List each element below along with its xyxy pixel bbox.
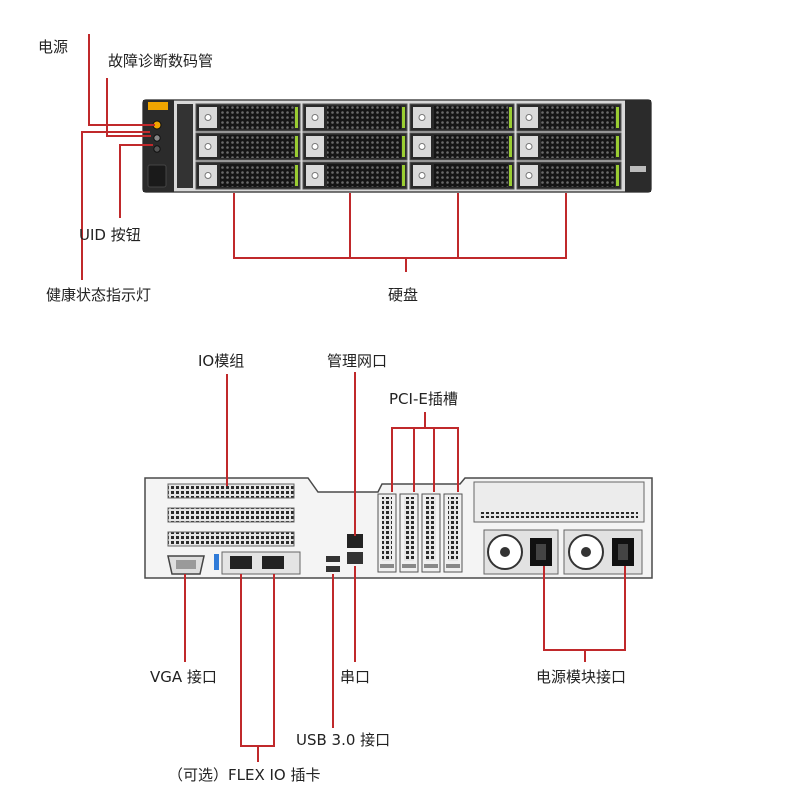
label-pcie-slots: PCI-E插槽	[389, 390, 458, 408]
callout-flex-line	[240, 574, 275, 747]
io-vent-2	[167, 507, 295, 523]
io-vent-3	[167, 531, 295, 547]
psu-module-1	[483, 529, 559, 575]
right-ear-tag	[630, 166, 646, 172]
label-flex-io: （可选）FLEX IO 插卡	[168, 766, 321, 784]
fault-display	[177, 104, 193, 188]
usb-port-2-icon	[326, 566, 340, 572]
label-health-led: 健康状态指示灯	[46, 286, 151, 304]
blue-release-tab	[214, 554, 219, 570]
psu-module-2	[563, 529, 643, 575]
psu-vent	[480, 512, 638, 518]
right-ear	[625, 100, 651, 192]
flex-io-port-1	[230, 556, 252, 569]
pcie-slot	[443, 493, 463, 573]
pcie-slot-group	[377, 493, 463, 573]
pcie-slot	[421, 493, 441, 573]
label-power: 电源	[38, 38, 68, 56]
drive-bay	[409, 103, 515, 132]
serial-port-icon	[347, 552, 363, 564]
drive-bay	[516, 132, 622, 161]
callout-health-line	[81, 131, 150, 280]
drive-bay	[195, 132, 301, 161]
rear-view: IO模组 管理网口 PCI-E插槽 VGA 接口 串口 USB 3.0 接口 （…	[144, 352, 653, 784]
label-usb-port: USB 3.0 接口	[296, 731, 390, 749]
uid-button-icon	[153, 134, 161, 142]
label-mgmt-port: 管理网口	[327, 352, 387, 370]
callout-fault-line	[106, 78, 151, 137]
label-vga-port: VGA 接口	[150, 668, 217, 686]
drive-bay	[195, 161, 301, 190]
front-view: 电源 故障诊断数码管 UID 按钮 健康状态指示灯 硬盘	[38, 34, 652, 304]
callout-uid-line	[119, 144, 153, 218]
label-uid-button: UID 按钮	[79, 226, 141, 244]
vga-inner	[176, 560, 196, 569]
drive-bay	[302, 103, 408, 132]
label-disks: 硬盘	[388, 286, 418, 304]
drive-bay	[516, 161, 622, 190]
io-vent-1	[167, 483, 295, 499]
callout-pcie-line	[391, 427, 459, 492]
label-psu-port: 电源模块接口	[536, 668, 626, 686]
label-serial-port: 串口	[340, 668, 370, 686]
label-io-module: IO模组	[198, 352, 244, 370]
usb-port-1-icon	[326, 556, 340, 562]
callout-power-line	[88, 34, 155, 126]
pcie-slot	[377, 493, 397, 573]
drive-bay	[516, 103, 622, 132]
brand-logo	[148, 102, 168, 110]
drive-bay	[195, 103, 301, 132]
health-led-icon	[153, 145, 161, 153]
mgmt-port-icon	[347, 534, 363, 548]
pcie-slot	[399, 493, 419, 573]
flex-io-port-2	[262, 556, 284, 569]
callout-disk-line	[233, 193, 567, 259]
label-fault-display: 故障诊断数码管	[108, 52, 213, 70]
ear-handle	[147, 164, 167, 188]
drive-bay-group	[195, 103, 622, 190]
drive-bay	[409, 132, 515, 161]
drive-bay	[409, 161, 515, 190]
drive-bay	[302, 132, 408, 161]
drive-bay	[302, 161, 408, 190]
